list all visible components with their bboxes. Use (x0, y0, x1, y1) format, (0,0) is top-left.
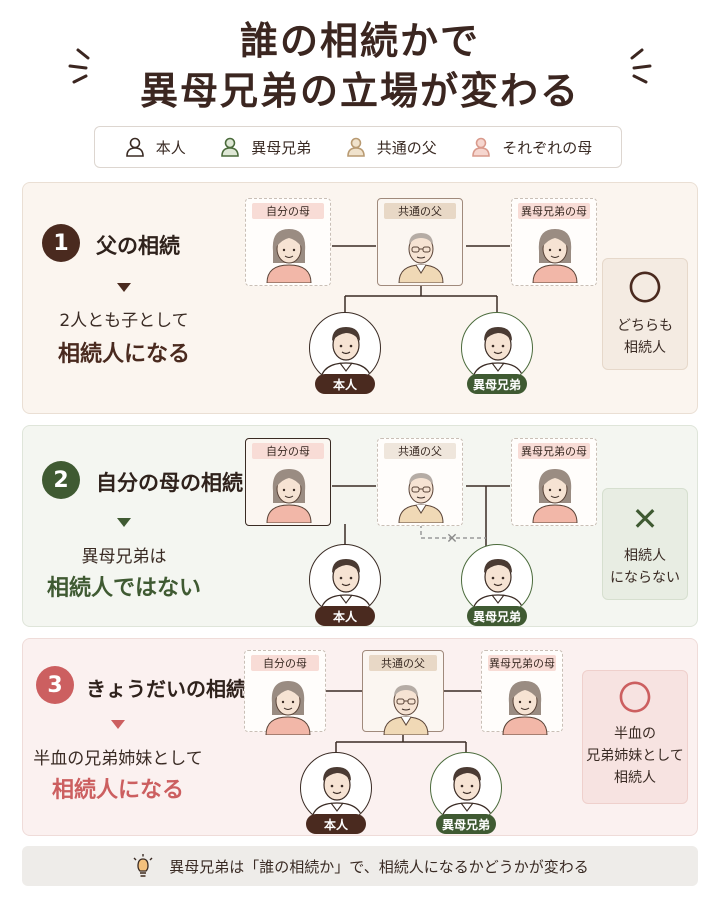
mother-icon (266, 469, 312, 523)
result-box: 〇 半血の 兄弟姉妹として 相続人 (582, 670, 688, 804)
father-icon (398, 233, 444, 283)
section-description: 異母兄弟は (81, 547, 167, 567)
child-label: 本人 (306, 814, 366, 834)
result-line: 半血の (614, 726, 656, 742)
result-line: 相続人 (614, 770, 656, 786)
card-label: 異母兄弟の母 (518, 443, 590, 459)
legend-item-self: 本人 (124, 136, 186, 158)
section-description: 2人とも子として (59, 311, 189, 331)
legend-label: 本人 (155, 138, 186, 157)
person-outline-icon (472, 137, 491, 157)
result-line: 兄弟姉妹として (586, 748, 684, 764)
card-half-sibling-mother: 異母兄弟の母 (511, 438, 597, 526)
mother-icon (502, 681, 548, 735)
mother-icon (266, 229, 312, 283)
card-half-sibling-mother: 異母兄弟の母 (511, 198, 597, 286)
cross-mark-icon: ✕ (446, 531, 458, 547)
lightbulb-icon (133, 854, 153, 877)
result-line: 相続人 (624, 548, 666, 564)
arrow-down-icon (111, 720, 125, 729)
card-label: 共通の父 (369, 655, 437, 671)
section-number: 2 (42, 461, 80, 499)
child-label: 異母兄弟 (467, 606, 527, 626)
card-common-father: 共通の父 (377, 438, 463, 526)
legend-label: それぞれの母 (502, 138, 593, 157)
footer-note: 異母兄弟は「誰の相続か」で、相続人になるかどうかが変わる (22, 846, 698, 886)
cross-mark-icon: ✕ (631, 500, 659, 538)
mother-icon (532, 229, 578, 283)
child-label: 本人 (315, 606, 375, 626)
result-line: どちらも (617, 318, 673, 334)
card-common-father: 共通の父 (377, 198, 463, 286)
section-number: 1 (42, 224, 80, 262)
section-conclusion: 相続人ではない (46, 576, 201, 601)
legend-label: 共通の父 (376, 138, 437, 157)
mother-icon (532, 469, 578, 523)
page-title-line1: 誰の相続かで (239, 19, 480, 63)
card-own-mother: 自分の母 (245, 438, 331, 526)
section-heading: 自分の母の相続 (96, 471, 243, 495)
result-line: にならない (610, 570, 680, 586)
child-label: 本人 (315, 374, 375, 394)
section-conclusion: 相続人になる (57, 342, 190, 367)
father-icon (398, 473, 444, 523)
page-title-line2: 異母兄弟の立場が変わる (139, 69, 580, 113)
card-own-mother: 自分の母 (244, 650, 326, 735)
card-label: 共通の父 (384, 443, 456, 459)
footer-text: 異母兄弟は「誰の相続か」で、相続人になるかどうかが変わる (169, 857, 589, 876)
card-label: 自分の母 (251, 655, 319, 671)
card-label: 自分の母 (252, 443, 324, 459)
card-label: 共通の父 (384, 203, 456, 219)
person-outline-icon (221, 137, 240, 157)
legend-item-father: 共通の父 (345, 136, 437, 158)
legend-item-half-sibling: 異母兄弟 (219, 136, 311, 158)
child-label: 異母兄弟 (436, 814, 496, 834)
section-number: 3 (36, 666, 74, 704)
spark-left-icon (68, 48, 90, 84)
card-common-father: 共通の父 (362, 650, 444, 735)
arrow-down-icon (117, 518, 131, 527)
mother-icon (265, 681, 311, 735)
child-label: 異母兄弟 (467, 374, 527, 394)
father-icon (383, 685, 429, 735)
result-box: 〇 どちらも 相続人 (602, 258, 688, 370)
card-own-mother: 自分の母 (245, 198, 331, 286)
section-heading: 父の相続 (96, 234, 180, 258)
section-description: 半血の兄弟姉妹として (33, 749, 203, 769)
section-heading: きょうだいの相続 (86, 677, 246, 701)
person-outline-icon (346, 137, 365, 157)
card-half-sibling-mother: 異母兄弟の母 (481, 650, 563, 735)
card-label: 異母兄弟の母 (518, 203, 590, 219)
result-box: ✕ 相続人 にならない (602, 488, 688, 600)
person-outline-icon (125, 137, 144, 157)
circle-mark-icon: 〇 (628, 269, 662, 309)
card-label: 自分の母 (252, 203, 324, 219)
result-line: 相続人 (624, 340, 666, 356)
card-label: 異母兄弟の母 (488, 655, 556, 671)
legend-item-mothers: それぞれの母 (470, 136, 592, 158)
legend: 本人 異母兄弟 共通の父 それぞれの母 (94, 126, 622, 168)
circle-mark-icon: 〇 (618, 679, 652, 719)
legend-label: 異母兄弟 (251, 138, 312, 157)
spark-right-icon (630, 48, 652, 84)
arrow-down-icon (117, 283, 131, 292)
section-conclusion: 相続人になる (51, 778, 184, 803)
